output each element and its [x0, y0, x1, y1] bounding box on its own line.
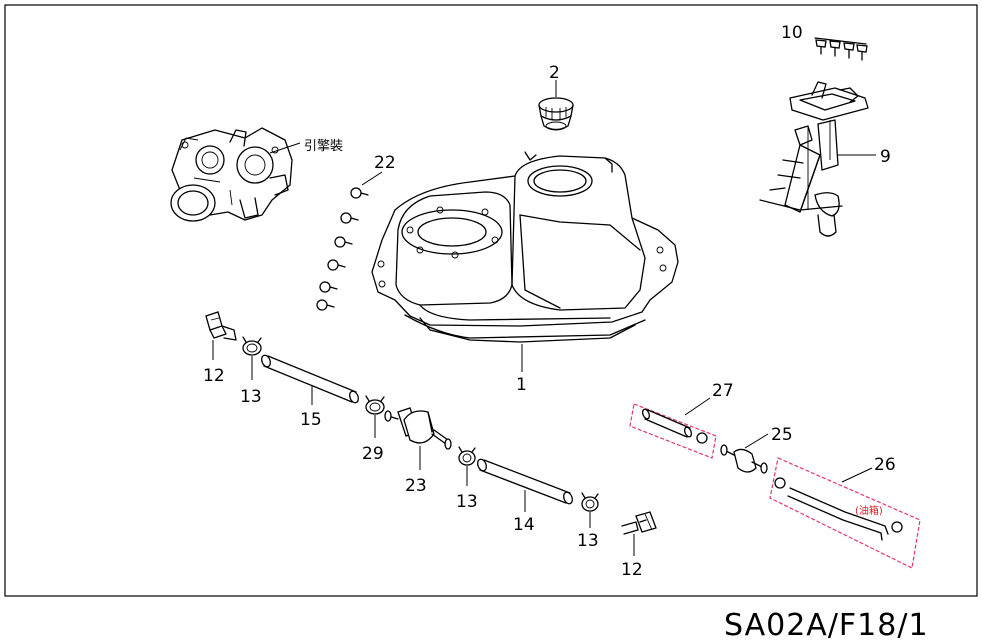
- diagram-frame: [4, 4, 978, 597]
- callout-2: 2: [549, 63, 560, 83]
- callout-27: 27: [712, 381, 734, 401]
- diagram-code: SA02A/F18/1: [724, 608, 929, 643]
- callout-26: 26: [874, 455, 896, 475]
- hose-clip-29: [365, 395, 385, 415]
- union-fitting-lower: [621, 511, 657, 535]
- screw-set: [814, 37, 868, 61]
- inline-filter-25: [720, 444, 768, 474]
- callout-12a: 12: [203, 366, 225, 386]
- callout-15: 15: [300, 410, 322, 430]
- fuel-hose-15: [261, 354, 359, 404]
- callout-22: 22: [374, 153, 396, 173]
- fuel-hose-27-group: [629, 403, 717, 459]
- callout-14: 14: [513, 515, 535, 535]
- fuel-filter: [384, 407, 452, 450]
- callout-23: 23: [405, 476, 427, 496]
- callout-1: 1: [516, 375, 527, 395]
- tank-label: (油箱): [855, 504, 883, 517]
- throttle-body-reference: [170, 127, 293, 222]
- callout-13a: 13: [240, 387, 262, 407]
- callout-13c: 13: [577, 531, 599, 551]
- callout-13b: 13: [456, 492, 478, 512]
- fuel-pump: [759, 81, 869, 237]
- filler-cap: [538, 97, 574, 131]
- callout-10: 10: [781, 23, 803, 43]
- union-fitting-upper: [205, 311, 237, 341]
- fuel-hose-14: [477, 458, 573, 505]
- engine-label: 引擎裝: [304, 139, 343, 154]
- hose-clip-b: [458, 446, 476, 466]
- fuel-tank: [371, 151, 679, 343]
- callout-25: 25: [771, 425, 793, 445]
- bolt-set: [316, 187, 369, 311]
- fuel-tube-26-group: [769, 457, 921, 569]
- hose-clip-c: [581, 492, 599, 512]
- callout-29: 29: [362, 444, 384, 464]
- callout-9: 9: [880, 147, 891, 167]
- callout-12b: 12: [621, 560, 643, 580]
- hose-clip-a: [242, 336, 262, 356]
